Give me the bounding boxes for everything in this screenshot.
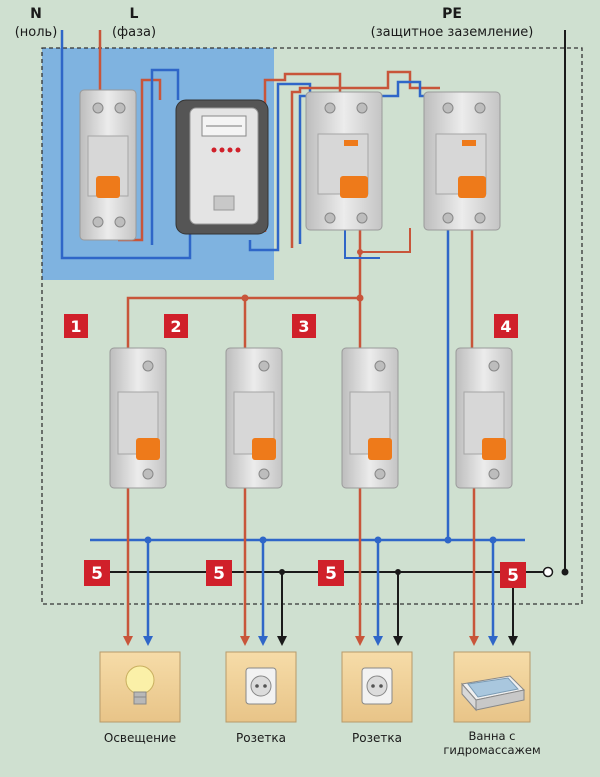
rcd1-phase-link xyxy=(360,228,411,253)
neutral-wire-rcd1 xyxy=(248,82,312,252)
neutral-wire-in xyxy=(60,30,192,260)
load-label-lighting: Освещение xyxy=(104,731,176,745)
main-breaker xyxy=(79,89,137,241)
bus-badge-2: 5 xyxy=(206,560,232,586)
group-badge-2: 2 xyxy=(164,314,188,338)
neutral-wire-meter xyxy=(150,68,180,245)
group-breaker-1 xyxy=(109,347,167,489)
rcd-1 xyxy=(305,91,383,231)
label-l-sub: (фаза) xyxy=(112,25,156,40)
load-label-socket-2: Розетка xyxy=(352,731,402,745)
svg-text:5: 5 xyxy=(507,566,519,586)
socket-icon xyxy=(245,667,277,705)
group-breaker-4 xyxy=(455,347,513,489)
label-n-sub: (ноль) xyxy=(15,25,58,40)
svg-text:5: 5 xyxy=(91,564,103,584)
svg-text:2: 2 xyxy=(170,317,181,336)
bus-badge-3: 5 xyxy=(318,560,344,586)
group-badge-4: 4 xyxy=(494,314,518,338)
svg-text:5: 5 xyxy=(325,564,337,584)
bus-badge-4: 5 xyxy=(500,562,526,588)
svg-text:3: 3 xyxy=(298,317,309,336)
electricity-meter xyxy=(175,99,269,235)
socket-icon xyxy=(361,667,393,705)
earth-terminal xyxy=(542,566,554,578)
load-label-jacuzzi-line1: Ванна с xyxy=(469,729,516,743)
svg-text:5: 5 xyxy=(213,564,225,584)
label-l: L xyxy=(130,6,139,22)
group-breaker-3 xyxy=(341,347,399,489)
bus-badge-1: 5 xyxy=(84,560,110,586)
rcd1-neutral-out xyxy=(344,224,380,259)
load-label-jacuzzi-line2: гидромассажем xyxy=(443,743,540,757)
label-n: N xyxy=(30,6,42,22)
load-socket-1: Розетка xyxy=(225,651,297,745)
label-pe-sub: (защитное заземление) xyxy=(371,25,534,40)
load-jacuzzi: Ванна с гидромассажем xyxy=(443,651,541,757)
group-badge-3: 3 xyxy=(292,314,316,338)
label-pe: PE xyxy=(442,6,462,22)
load-label-socket-1: Розетка xyxy=(236,731,286,745)
distribution-box-outline xyxy=(41,47,583,605)
group-breaker-2 xyxy=(225,347,283,489)
svg-text:1: 1 xyxy=(70,317,81,336)
arrowheads xyxy=(123,636,518,646)
svg-text:4: 4 xyxy=(500,317,511,336)
load-lighting: Освещение xyxy=(99,651,181,745)
rcd-2 xyxy=(423,91,501,231)
load-socket-2: Розетка xyxy=(341,651,413,745)
neutral-wire-rcd2 xyxy=(298,80,460,244)
jacuzzi-icon xyxy=(461,675,526,712)
light-bulb-icon xyxy=(125,665,155,705)
group-badge-1: 1 xyxy=(64,314,88,338)
